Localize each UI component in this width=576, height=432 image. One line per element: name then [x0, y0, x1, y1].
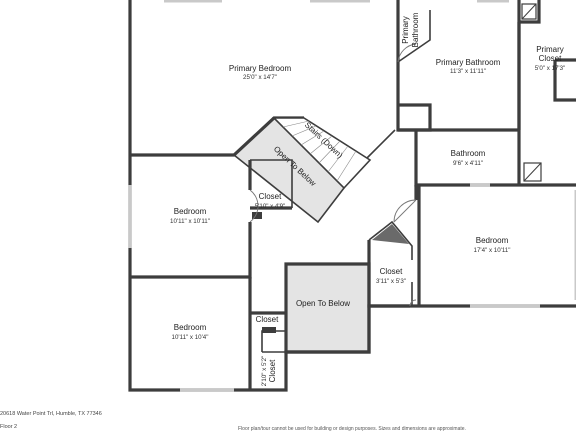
- bedroom-left-lower-wall: [248, 277, 286, 390]
- floor-label: Floor 2: [0, 424, 18, 430]
- closet-right-name: Closet: [380, 267, 403, 276]
- open-to-below-diagonal-area: [234, 118, 344, 222]
- closet-upper-name: Closet: [259, 192, 282, 201]
- primary-bathroom-dims: 11'3" x 11'11": [450, 68, 486, 75]
- open-below-center-label: Open To Below: [296, 299, 350, 308]
- primary-bathroom-small-name-2: Bathroom: [411, 12, 420, 47]
- closet-upper-shelf: [252, 212, 262, 219]
- bathroom-wall: [414, 130, 576, 187]
- closet-small-name: Closet: [256, 315, 279, 324]
- bedroom-right-name: Bedroom: [476, 236, 509, 245]
- primary-bedroom-name: Primary Bedroom: [229, 64, 292, 73]
- stairs-graphic: [272, 117, 372, 190]
- primary-closet-name-1: Primary: [536, 45, 564, 54]
- closet-upper-door-frame: [250, 159, 293, 208]
- closet-upper-dims: 5'10" x 4'9": [255, 203, 286, 210]
- door-swing-4: [249, 189, 259, 223]
- primary-closet-wall: [517, 22, 576, 185]
- primary-bathroom-small-name-1: Primary: [401, 16, 410, 44]
- closet-lower-vertical-name: Closet: [268, 359, 277, 382]
- open-to-below-center-wall: [284, 262, 371, 354]
- closet-right-wall: [519, 0, 541, 24]
- door-swing-2: [409, 299, 417, 307]
- bedroom-left-upper-dims: 10'11" x 10'11": [170, 218, 210, 225]
- primary-bathroom-name: Primary Bathroom: [436, 58, 501, 67]
- door-swing-1: [393, 199, 417, 223]
- bedroom-left-upper-name: Bedroom: [174, 207, 207, 216]
- primary-bedroom-dims: 25'0" x 14'7": [243, 74, 277, 81]
- closet-lower-vertical-dims: 2'10" x 5'2": [261, 356, 268, 387]
- primary-bath-angle: [397, 10, 431, 63]
- open-to-below-center-area: [286, 264, 369, 352]
- disclaimer-text: Floor plan/tour cannot be used for build…: [238, 426, 466, 432]
- bedroom-right-dims: 17'4" x 10'11": [474, 247, 511, 254]
- primary-bathroom-partition: [396, 0, 432, 132]
- open-below-railing: [233, 154, 345, 224]
- door-swing-3: [397, 43, 417, 63]
- closet-right-hatch: [372, 224, 409, 244]
- closet-right-dims: 3'11" x 5'3": [376, 278, 406, 285]
- primary-closet-name-2: Closet: [539, 54, 562, 63]
- bedroom-left-lower-name: Bedroom: [174, 323, 207, 332]
- closet-shelf-hatch-bottom: [523, 162, 542, 182]
- closet-small-shelf: [262, 327, 276, 333]
- bathroom-name: Bathroom: [451, 149, 486, 158]
- closet-shelf-hatch-top: [521, 3, 537, 20]
- address-text: 20618 Water Point Trl, Humble, TX 77346: [0, 411, 102, 417]
- bedroom-left-lower-dims: 10'11" x 10'4": [172, 334, 209, 341]
- primary-closet-dims: 5'0" x 17'3": [535, 65, 566, 72]
- hall-diagonal-wall: [364, 129, 396, 161]
- bathroom-dims: 9'6" x 4'11": [453, 160, 483, 167]
- closet-small-wall: [261, 330, 286, 352]
